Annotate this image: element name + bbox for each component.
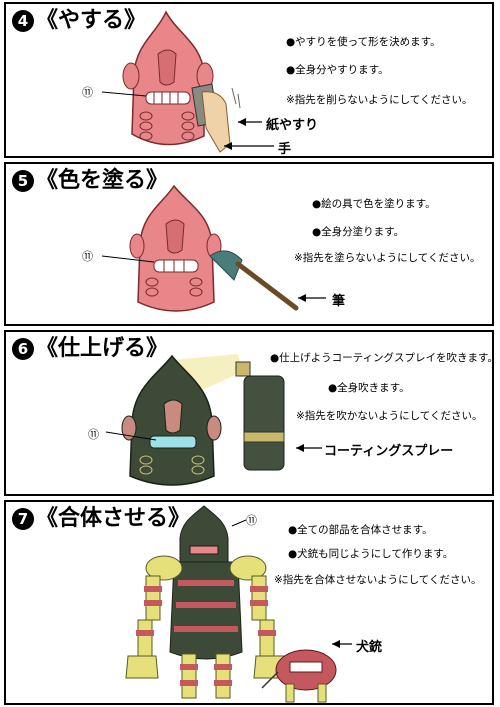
step-4-number: 4: [12, 10, 34, 32]
step-6-illustration: [105, 354, 322, 486]
step-5-heading: 5 《色を塗る》: [12, 170, 168, 192]
step-6-heading: 6 《仕上げる》: [12, 338, 168, 360]
hand-icon: [201, 87, 241, 153]
paintbrush-icon: [209, 250, 299, 311]
robot-full-icon: [125, 505, 287, 699]
part-11-marker: ⑪: [246, 514, 257, 527]
step-5-title: 《色を塗る》: [36, 168, 169, 193]
robot-head-pink-icon: [129, 184, 222, 312]
step-5-number: 5: [12, 170, 34, 192]
label-brush: 筆: [332, 294, 346, 309]
spray-can-icon: [235, 361, 285, 471]
label-sandpaper: 紙やすり: [266, 118, 319, 133]
step-7-illustration: [125, 505, 352, 703]
step-4-heading: 4 《やする》: [12, 10, 146, 32]
step-5-illustration: [101, 184, 326, 312]
step-6-panel: 6 《仕上げる》: [4, 330, 494, 496]
step-6-number: 6: [12, 338, 34, 360]
part-11-marker: ⑪: [88, 428, 99, 441]
step-5-panel: 5 《色を塗る》: [4, 162, 494, 326]
step-4-illustration: [101, 10, 274, 153]
step-4-note-2: ●全身分やすります。: [286, 64, 389, 76]
step-5-note-1: ●絵の具で色を塗ります。: [312, 198, 436, 210]
label-dog-gun: 犬銃: [356, 640, 383, 655]
label-coating-spray: コーティングスプレー: [324, 444, 454, 459]
step-5-note-3: ※指先を塗らないようにしてください。: [294, 252, 481, 264]
step-6-note-1: ●仕上げようコーティングスプレイを吹きます。: [270, 352, 494, 364]
step-4-title: 《やする》: [36, 8, 147, 33]
step-7-number: 7: [12, 508, 34, 530]
label-hand: 手: [278, 142, 292, 157]
part-11-marker: ⑪: [82, 250, 93, 263]
step-5-note-2: ●全身分塗ります。: [312, 226, 405, 238]
robot-head-green-icon: [121, 354, 222, 486]
step-6-note-2: ●全身吹きます。: [328, 382, 410, 394]
step-7-note-1: ●全ての部品を合体させます。: [288, 524, 433, 536]
step-7-note-3: ※指先を合体させないようにしてください。: [274, 574, 482, 586]
step-4-panel: 4 《やする》: [4, 2, 494, 158]
part-11-marker: ⑪: [82, 86, 93, 99]
robot-head-pink-icon: [122, 10, 214, 146]
step-4-note-3: ※指先を削らないようにしてください。: [286, 94, 473, 106]
step-7-note-2: ●犬銃も同じようにして作ります。: [288, 548, 454, 560]
robot-dog-icon: [261, 649, 337, 703]
step-4-note-1: ●やすりを使って形を決めます。: [286, 36, 441, 48]
step-6-note-3: ※指先を吹かないようにしてください。: [296, 410, 483, 422]
step-7-panel: 7 《合体させる》: [4, 500, 494, 705]
step-7-heading: 7 《合体させる》: [12, 508, 190, 530]
step-7-title: 《合体させる》: [36, 506, 191, 531]
step-6-title: 《仕上げる》: [36, 336, 169, 361]
